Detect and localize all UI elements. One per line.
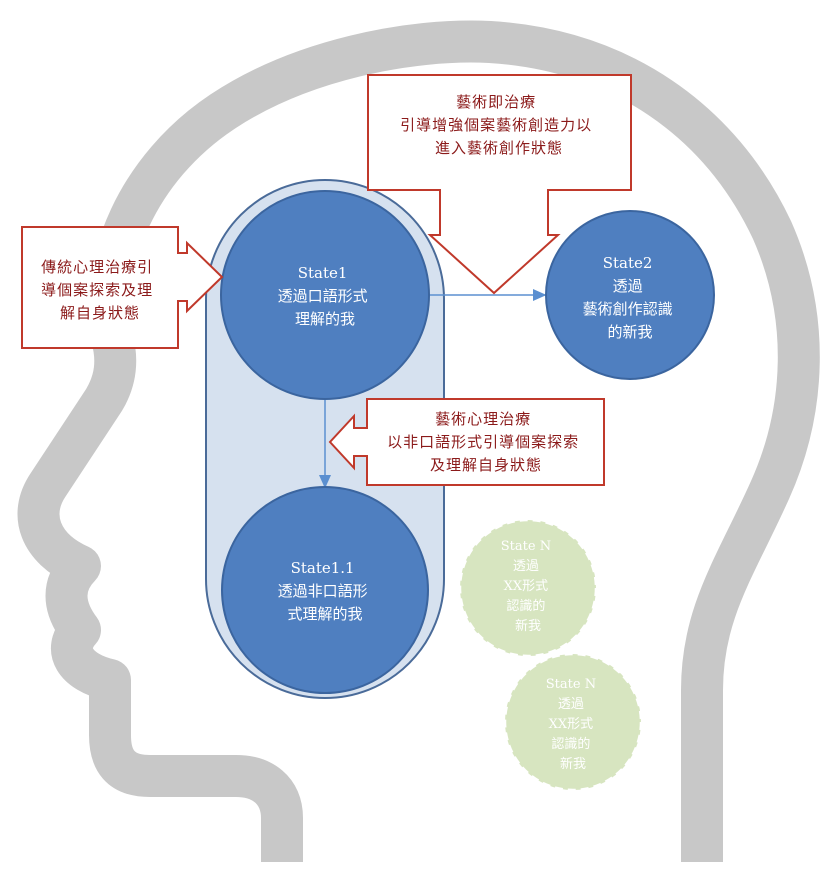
state-n-node-b: State N 透過 XX形式 認識的 新我 (503, 652, 643, 792)
state2-label: State2 透過 藝術創作認識 的新我 (583, 254, 678, 341)
art-as-therapy-callout: 藝術即治療 引導增強個案藝術創造力以 進入藝術創作狀態 (367, 74, 632, 295)
art-psychotherapy-text: 藝術心理治療 以非口語形式引導個案探索 及理解自身狀態 (387, 410, 585, 474)
art-as-therapy-text: 藝術即治療 引導增強個案藝術創造力以 進入藝術創作狀態 (400, 93, 598, 157)
traditional-therapy-text: 傳統心理治療引 導個案探索及理 解自身狀態 (41, 258, 159, 322)
state1-node: State1 透過口語形式 理解的我 (220, 190, 430, 400)
state-n-a-label: State N 透過 XX形式 認識的 新我 (501, 539, 555, 634)
state-n-node-a: State N 透過 XX形式 認識的 新我 (458, 518, 598, 658)
state1-1-label: State1.1 透過非口語形 式理解的我 (278, 559, 373, 623)
head-silhouette-outline (17, 20, 820, 862)
art-psychotherapy-callout: 藝術心理治療 以非口語形式引導個案探索 及理解自身狀態 (328, 398, 605, 486)
state-n-b-label: State N 透過 XX形式 認識的 新我 (546, 677, 600, 772)
state1-1-node: State1.1 透過非口語形 式理解的我 (221, 486, 429, 694)
traditional-therapy-callout: 傳統心理治療引 導個案探索及理 解自身狀態 (21, 226, 224, 349)
state2-node: State2 透過 藝術創作認識 的新我 (545, 210, 715, 380)
state1-label: State1 透過口語形式 理解的我 (278, 264, 373, 328)
